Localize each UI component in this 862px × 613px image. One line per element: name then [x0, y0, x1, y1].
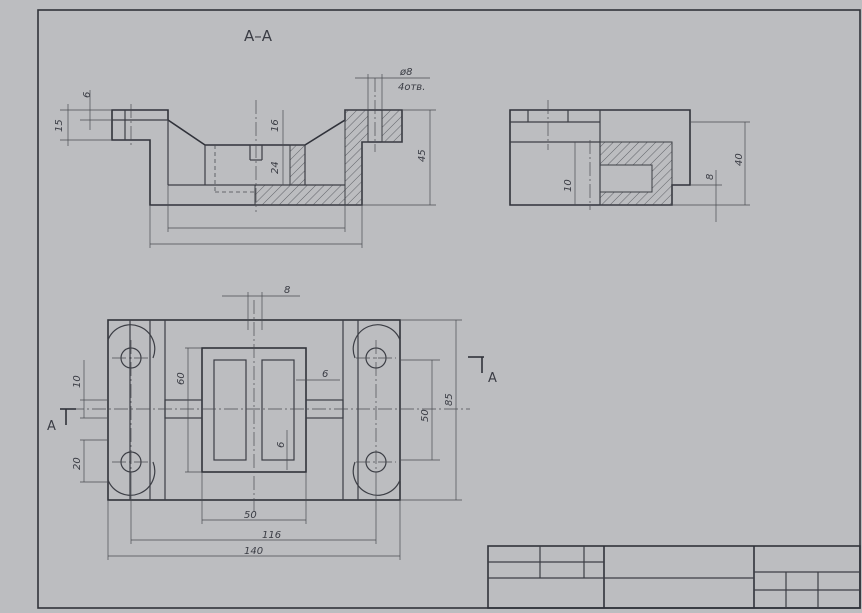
plan-view: A A 8 60 10 20 6 6 50 — [47, 285, 497, 560]
dim-6-plan-v: 6 — [276, 442, 287, 448]
dim-16: 16 — [270, 119, 281, 132]
dim-10-plan: 10 — [72, 375, 83, 388]
hatch-inner-wall — [289, 144, 306, 186]
dim-8-side: 8 — [705, 174, 716, 180]
dim-10-side: 10 — [563, 179, 574, 192]
dim-85: 85 — [444, 393, 455, 406]
dim-15: 15 — [54, 119, 65, 132]
left-pocket — [213, 359, 247, 461]
dim-45: 45 — [417, 149, 428, 162]
dim-50-vertical: 50 — [420, 409, 431, 422]
dim-60: 60 — [176, 372, 187, 385]
dim-6-plan: 6 — [322, 369, 328, 380]
dim-50-horizontal: 50 — [244, 510, 257, 521]
drawing-frame — [37, 9, 861, 609]
section-mark-right: A — [488, 371, 497, 386]
dim-20: 20 — [72, 457, 83, 470]
section-title: A–A — [244, 27, 273, 45]
dim-8-top: 8 — [284, 285, 290, 296]
dim-6-top: 6 — [82, 92, 93, 98]
hole-diameter-note: ø8 — [399, 67, 412, 78]
side-hatch — [599, 141, 673, 206]
section-mark-left: A — [47, 419, 56, 434]
right-pocket — [261, 359, 295, 461]
hatch-right-lug — [381, 109, 403, 143]
hole-count-note: 4отв. — [398, 82, 425, 93]
dim-24: 24 — [270, 161, 281, 174]
dim-116: 116 — [262, 530, 281, 541]
hatch-base — [254, 184, 346, 206]
side-view: 10 40 8 — [509, 100, 750, 222]
section-view-a-a: A–A 15 6 16 24 — [54, 27, 436, 248]
title-block — [487, 545, 861, 609]
dim-140: 140 — [244, 546, 263, 557]
dim-40: 40 — [734, 153, 745, 166]
